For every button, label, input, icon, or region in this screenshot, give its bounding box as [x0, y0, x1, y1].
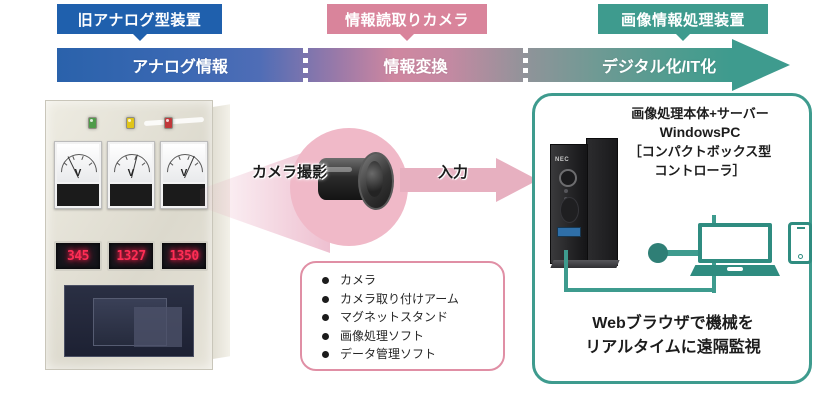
camera-capture-label: カメラ撮影: [252, 164, 328, 181]
phase-label-analog: 旧アナログ型装置: [57, 4, 222, 41]
pc-status-dot: [564, 189, 568, 193]
list-item: カメラ取り付けアーム: [320, 290, 503, 309]
flow-divider-1: [303, 48, 308, 82]
gauge-unit-2: V: [127, 168, 135, 179]
cabinet-front-panel: V V: [45, 100, 213, 370]
caption-line-2: リアルタイムに遠隔監視: [585, 339, 761, 356]
indicator-lamp-row: [46, 117, 212, 129]
cabinet-slot-inner: [93, 298, 182, 347]
phase-label-processing: 画像情報処理装置: [598, 4, 768, 41]
power-button-icon[interactable]: [559, 169, 577, 187]
gauge-lower-black-1: [57, 184, 99, 206]
flow-arrow-head: [732, 39, 790, 91]
phase-label-camera: 情報読取りカメラ: [327, 4, 487, 41]
gauge-unit-1: V: [74, 168, 82, 179]
analog-device-cabinet: V V: [45, 100, 230, 370]
laptop-trackpad: [727, 267, 743, 271]
equipment-spec-box: カメラ カメラ取り付けアーム マグネットスタンド 画像処理ソフト データ管理ソフ…: [300, 261, 505, 371]
phase-label-analog-text: 旧アナログ型装置: [77, 11, 202, 29]
phase-tail-processing: [676, 34, 690, 41]
lens-glass: [366, 161, 383, 197]
caption-line-1: Webブラウザで機械を: [592, 315, 754, 332]
flow-arrow-body: [57, 48, 732, 82]
input-arrow: [400, 158, 540, 202]
input-arrow-head: [496, 158, 538, 202]
lens-highlight: [324, 167, 352, 172]
phase-tail-analog: [132, 34, 147, 41]
flow-stage-conversion: 情報変換: [383, 59, 448, 76]
gauge-dial-1: V: [57, 144, 99, 182]
connector-line-horizontal: [660, 250, 708, 256]
analog-gauge-row: V V: [54, 141, 208, 209]
input-label: 入力: [438, 164, 469, 181]
gauge-dial-2: V: [110, 144, 152, 182]
gauge-unit-3: V: [180, 168, 188, 179]
analog-gauge-3: V: [160, 141, 208, 209]
laptop-screen: [698, 223, 772, 263]
red-lamp-icon: [164, 117, 173, 129]
connector-line-bottom: [564, 288, 714, 292]
pc-front-panel: NEC: [550, 144, 588, 264]
list-item: マグネットスタンド: [320, 308, 503, 327]
gauge-lower-black-2: [110, 184, 152, 206]
led-value-2: 1327: [116, 248, 146, 264]
led-value-3: 1350: [169, 248, 199, 264]
server-title-line-1: 画像処理本体+サーバー: [631, 106, 769, 121]
green-lamp-icon: [88, 117, 97, 129]
server-title-line-3: ［コンパクトボックス型: [628, 144, 772, 159]
flow-arrow: アナログ情報 情報変換 デジタル化/IT化: [57, 39, 790, 91]
remote-monitoring-caption: Webブラウザで機械を リアルタイムに遠隔監視: [540, 312, 806, 360]
camera-lens-icon: [318, 152, 394, 210]
phone-home-button: [798, 254, 803, 259]
led-display-3: 1350: [160, 241, 208, 271]
server-panel-title: 画像処理本体+サーバー WindowsPC ［コンパクトボックス型 コントローラ…: [592, 104, 808, 180]
analog-gauge-1: V: [54, 141, 102, 209]
gauge-lower-black-3: [163, 184, 205, 206]
flow-stage-analog: アナログ情報: [132, 59, 228, 76]
input-arrow-shaft: [400, 168, 500, 192]
flow-divider-2: [523, 48, 528, 82]
server-title-line-4: コントローラ］: [654, 163, 746, 178]
analog-gauge-2: V: [107, 141, 155, 209]
list-item: カメラ: [320, 271, 503, 290]
pc-side-panel: [586, 138, 618, 266]
list-item: データ管理ソフト: [320, 345, 503, 364]
pc-vent-oval: [560, 197, 579, 223]
cabinet-access-slot: [64, 285, 194, 357]
compact-pc-tower: NEC: [550, 138, 624, 268]
phone-speaker: [797, 227, 805, 229]
server-title-line-2: WindowsPC: [659, 124, 741, 140]
cabinet-slot-glass: [134, 307, 182, 347]
pc-stand-foot: [550, 260, 620, 268]
yellow-lamp-icon: [126, 117, 135, 129]
gauge-dial-3: V: [163, 144, 205, 182]
led-display-2: 1327: [107, 241, 155, 271]
equipment-spec-list: カメラ カメラ取り付けアーム マグネットスタンド 画像処理ソフト データ管理ソフ…: [302, 271, 503, 364]
smartphone-icon: [788, 222, 812, 264]
connector-line-down: [564, 250, 568, 292]
list-item: 画像処理ソフト: [320, 327, 503, 346]
connector-node-left: [648, 243, 668, 263]
led-display-1: 345: [54, 241, 102, 271]
led-value-1: 345: [67, 248, 89, 264]
phase-label-processing-text: 画像情報処理装置: [620, 11, 745, 29]
phase-label-camera-text: 情報読取りカメラ: [344, 11, 469, 29]
pc-brand-logo: NEC: [555, 157, 570, 163]
usb-port-icon: [557, 227, 581, 237]
led-display-row: 345 1327 1350: [54, 241, 208, 271]
flow-stage-digital: デジタル化/IT化: [601, 59, 717, 76]
phase-tail-camera: [400, 34, 414, 41]
laptop-icon: [690, 223, 780, 281]
